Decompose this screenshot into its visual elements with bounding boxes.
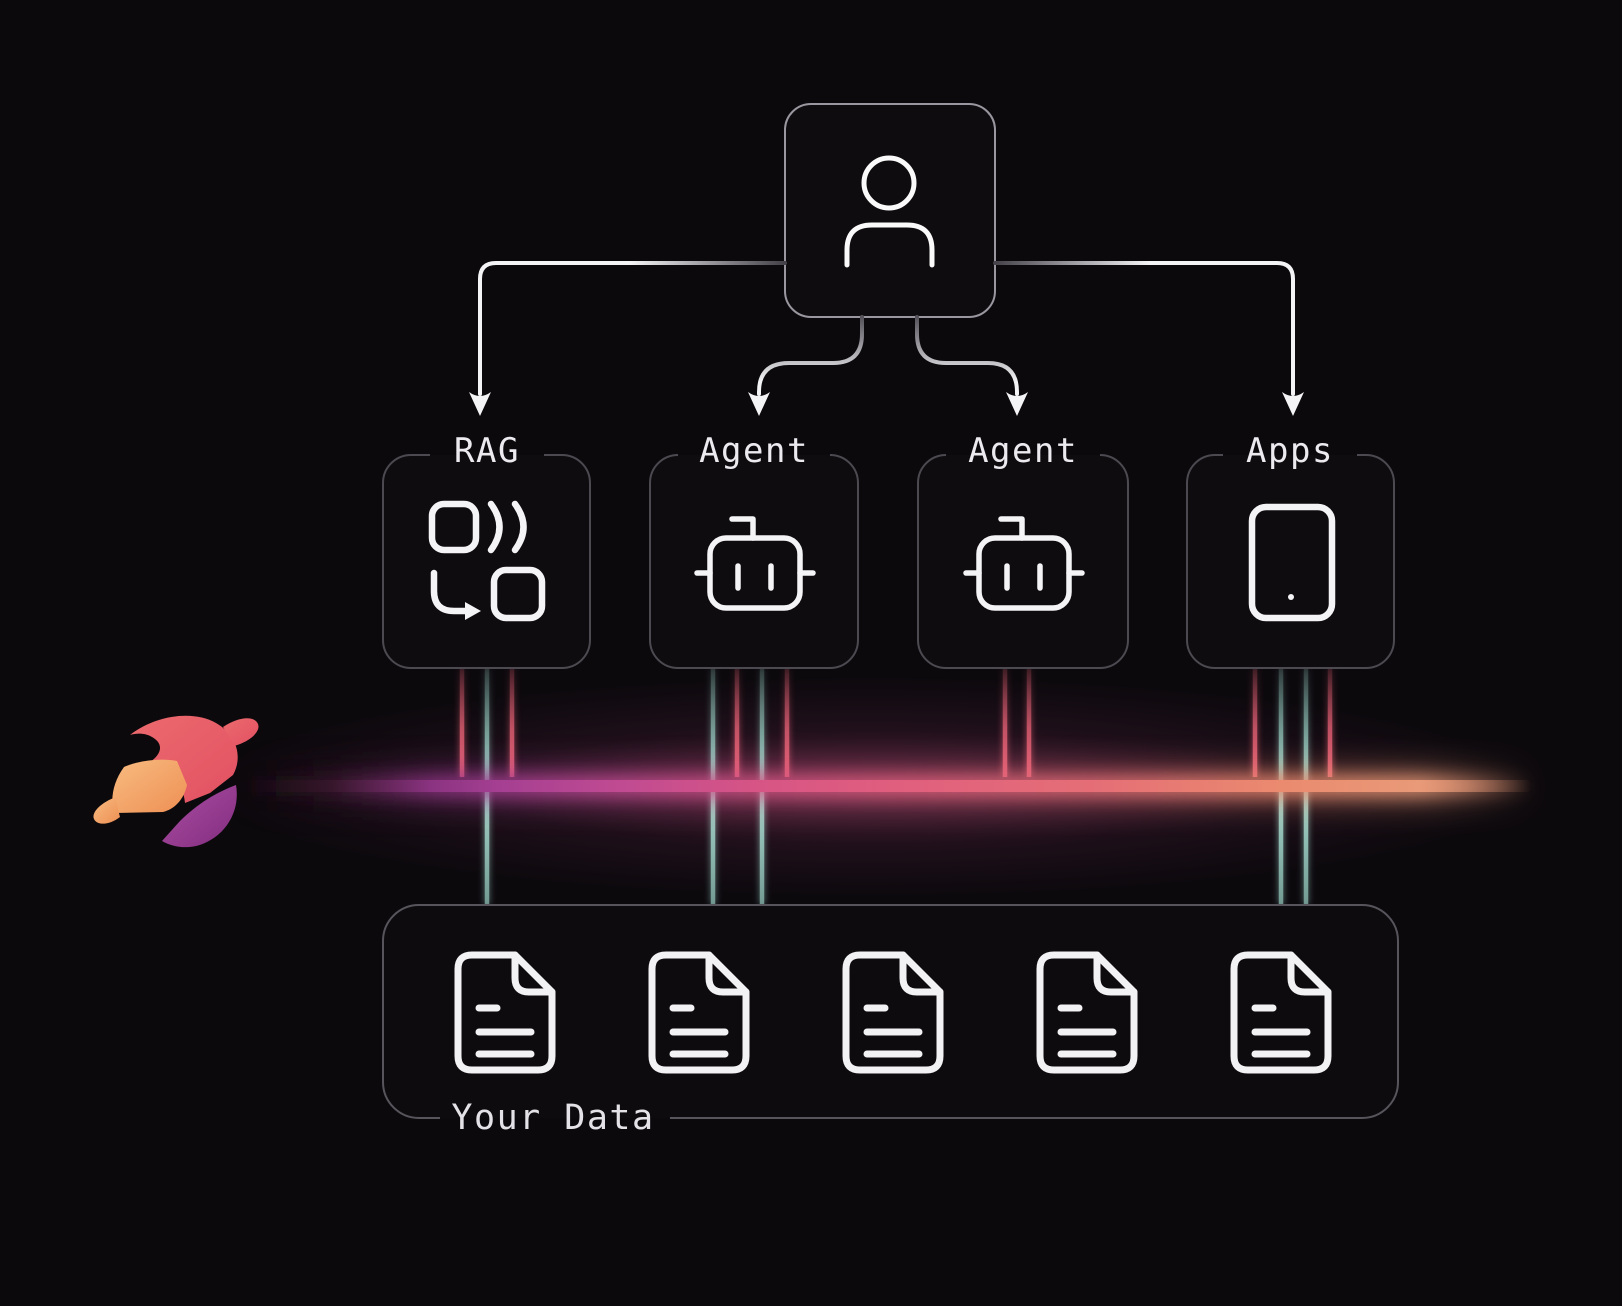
logo-purple-segment (162, 785, 237, 848)
arrows (469, 261, 1304, 416)
user-node (784, 103, 996, 318)
node-agent-2: Agent (917, 431, 1129, 669)
arrow-to-apps (993, 261, 1295, 396)
planet-ring-logo (93, 715, 259, 848)
tablet-icon (1248, 503, 1336, 622)
node-label: RAG (454, 431, 520, 471)
logo-orange-wedge (112, 759, 187, 813)
node-label: Agent (968, 431, 1078, 471)
node-border (382, 454, 591, 669)
node-rag: RAG (382, 431, 591, 669)
user-box (784, 103, 996, 318)
robot-icon (694, 516, 816, 611)
logo-red-swoosh (130, 715, 238, 803)
node-label: Agent (699, 431, 809, 471)
user-icon (844, 155, 935, 268)
energy-band (240, 770, 1532, 802)
logo-ring-tail-bottom (93, 797, 120, 824)
arrowhead-down-icon (748, 392, 770, 416)
node-border (917, 454, 1129, 669)
arrowhead-down-icon (469, 392, 491, 416)
arrowhead-down-icon (1006, 392, 1028, 416)
node-apps: Apps (1186, 431, 1395, 669)
node-border (1186, 454, 1395, 669)
node-your-data: Your Data (382, 904, 1399, 1138)
node-agent-1: Agent (649, 431, 859, 669)
node-label: Your Data (451, 1098, 654, 1138)
rag-retrieval-icon (428, 500, 546, 622)
node-border (382, 904, 1399, 1119)
arrow-to-agent-2 (915, 315, 1019, 396)
node-border (649, 454, 859, 669)
robot-icon (963, 516, 1085, 611)
arrow-to-agent-1 (757, 315, 864, 396)
arrowheads (469, 392, 1304, 416)
arrowhead-down-icon (1282, 392, 1304, 416)
logo-ring-tail-top (223, 718, 259, 746)
arrow-to-rag (478, 261, 787, 396)
node-label: Apps (1246, 431, 1334, 471)
